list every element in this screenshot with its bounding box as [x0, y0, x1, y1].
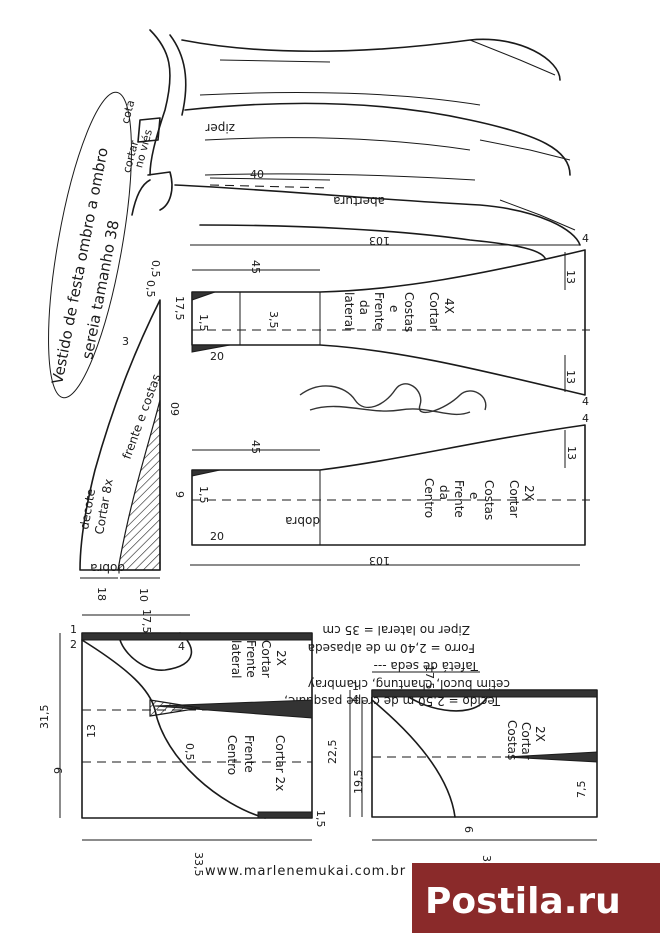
centro-dobra-label: dobra: [285, 514, 320, 528]
lateral-4-top-label: 4: [582, 232, 589, 245]
decote-label-2: Cortar 8x: [92, 478, 116, 536]
svg-text:4X: 4X: [442, 298, 456, 314]
svg-text:Centro: Centro: [422, 478, 436, 518]
front-1-5-label: 1,5: [314, 810, 327, 828]
decote-0-5-label: 0,5: [144, 280, 157, 298]
front-9-label: 9: [52, 767, 65, 774]
svg-text:Cortar: Cortar: [507, 480, 521, 518]
site-url: www.marlenemukai.com.br: [205, 864, 406, 879]
lateral-45-label: 45: [249, 260, 262, 274]
measure-40-label: 40: [250, 168, 264, 181]
lateral-3-5-label: 3,5: [267, 311, 280, 329]
svg-text:Frente: Frente: [452, 480, 466, 518]
svg-text:Frente: Frente: [244, 640, 258, 678]
svg-text:2X: 2X: [522, 485, 536, 501]
centro-4-label: 4: [582, 412, 589, 425]
front-4-label: 4: [178, 640, 185, 653]
lateral-13-top-label: 13: [564, 270, 577, 284]
svg-text:Cortar: Cortar: [519, 722, 533, 760]
svg-text:2X: 2X: [274, 650, 288, 666]
title-block: Vestido de festa ombro a ombro sereia ta…: [48, 91, 132, 399]
fabric-notes: Tecido = 2,50 m de crepe pasquale, cetim…: [284, 623, 510, 708]
back-1-label: 1: [352, 680, 359, 693]
front-lateral-cut-label: lateral Frente Cortar 2X: [229, 640, 288, 678]
back-cut-label: Costas Cortar 2X: [505, 720, 547, 760]
abertura-label: abertura: [333, 194, 385, 208]
front-31-5-label: 31,5: [38, 705, 51, 730]
front-1-label: 1: [70, 623, 77, 636]
svg-text:Cortar 2x: Cortar 2x: [273, 735, 287, 791]
svg-text:da: da: [357, 300, 371, 315]
lateral-cut-label: lateral da Frente e Costas Cortar 4X: [342, 292, 456, 332]
fabric-line3: Tafetá de seda ---: [374, 659, 479, 673]
svg-text:Costas: Costas: [505, 720, 519, 760]
lateral-103-label: 103: [369, 234, 390, 247]
svg-text:da: da: [437, 485, 451, 500]
svg-text:lateral: lateral: [229, 640, 243, 678]
lateral-13-bottom-label: 13: [564, 370, 577, 384]
centro-cut-label: Centro da Frente e Costas Cortar 2X: [422, 478, 536, 520]
svg-text:lateral: lateral: [342, 292, 356, 330]
back-7-5-label: 7,5: [575, 781, 588, 799]
lateral-4-bottom-label: 4: [582, 395, 589, 408]
fabric-line4: Forro = 2,40 m de alpaseda: [308, 641, 475, 655]
svg-text:Frente: Frente: [242, 735, 256, 773]
svg-text:Costas: Costas: [482, 480, 496, 520]
svg-text:Postila.ru: Postila.ru: [425, 881, 621, 922]
decote-3-label: 3: [122, 335, 129, 348]
front-17-5-label: 17,5: [140, 609, 153, 634]
lateral-17-5-label: 17,5: [173, 296, 186, 321]
front-13-label: 13: [85, 724, 98, 738]
decote-18-label: 18: [95, 587, 108, 601]
svg-text:Costas: Costas: [402, 292, 416, 332]
front-bodice: 31,5 33,5 17,5 9 13 1 2 4 1,5 0,5 latera…: [38, 609, 327, 877]
fabric-line2: cetim bucol, chantung, chambray: [308, 677, 510, 691]
lateral-0-5-label: 0,5: [149, 260, 162, 278]
back-bodice: 22,5 19,5 33,5 17,5 7,5 6 1 4 Costas Cor…: [326, 665, 598, 880]
centro-1-5-label: 1,5: [197, 486, 210, 504]
back-17-5-label: 17,5: [423, 665, 436, 690]
back-4-label: 4: [352, 693, 359, 706]
svg-text:e: e: [467, 492, 481, 499]
centro-13-label: 13: [565, 446, 578, 460]
decote-10-label: 10: [137, 588, 150, 602]
centro-103-label: 103: [369, 554, 390, 567]
svg-text:Centro: Centro: [225, 735, 239, 775]
lateral-1-5-label: 1,5: [197, 314, 210, 332]
centro-20-label: 20: [210, 530, 224, 543]
svg-text:2X: 2X: [533, 726, 547, 742]
back-6-label: 6: [462, 826, 475, 833]
back-19-5-label: 19,5: [352, 770, 365, 795]
svg-text:Frente: Frente: [372, 292, 386, 330]
lateral-piece: 103 45 13 13 17,5 1,5 20 3,5 4 4 0,5 lat…: [149, 232, 590, 408]
dress-sketch: 40 abertura ziper cortar no viés cota: [119, 29, 581, 259]
signature-mark: [299, 383, 487, 416]
lateral-20-label: 20: [210, 350, 224, 363]
fabric-line5: Ziper no lateral = 35 cm: [322, 623, 470, 637]
front-33-5-label: 33,5: [192, 852, 205, 877]
front-centro-cut-label: Centro Frente Cortar 2x: [225, 735, 287, 791]
centro-45-label: 45: [249, 440, 262, 454]
back-22-5-label: 22,5: [326, 740, 339, 765]
ziper-label: ziper: [205, 121, 235, 135]
front-2-label: 2: [70, 638, 77, 651]
centro-piece: 45 103 13 1,5 9 20 4 dobra 60 Centro da …: [169, 402, 590, 567]
svg-text:Cortar: Cortar: [259, 640, 273, 678]
centro-60-label: 60: [169, 402, 182, 416]
centro-9-label: 9: [173, 491, 186, 498]
svg-text:Cortar: Cortar: [427, 292, 441, 330]
svg-text:e: e: [387, 305, 401, 312]
decote-dobra-label: dobra: [90, 561, 125, 575]
postila-logo: Postila.ru: [412, 863, 660, 933]
front-0-5-label: 0,5: [183, 743, 196, 761]
